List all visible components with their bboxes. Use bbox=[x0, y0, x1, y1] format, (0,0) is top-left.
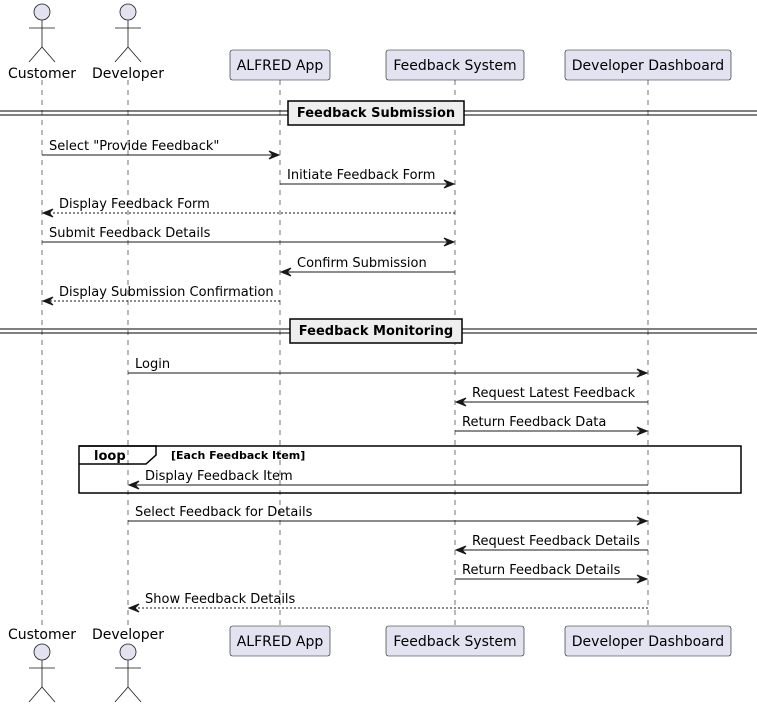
message-label: Return Feedback Details bbox=[462, 563, 621, 578]
participant-label: Developer bbox=[92, 66, 164, 82]
lifelines bbox=[41, 80, 649, 626]
participant-label: Customer bbox=[8, 627, 76, 643]
arrowhead-icon bbox=[454, 545, 467, 555]
participant-label: Customer bbox=[8, 66, 76, 82]
messages: Select "Provide Feedback" Initiate Feedba… bbox=[41, 139, 649, 613]
participant-label: Developer Dashboard bbox=[572, 58, 724, 74]
message-label: Display Submission Confirmation bbox=[59, 285, 274, 300]
arrowhead-icon bbox=[636, 426, 649, 436]
arrowhead-icon bbox=[454, 397, 467, 407]
participant-label: Developer Dashboard bbox=[572, 634, 724, 650]
participant-label: ALFRED App bbox=[237, 58, 324, 74]
message-1: Initiate Feedback Form bbox=[280, 168, 456, 189]
arrowhead-icon bbox=[279, 267, 292, 277]
arrowhead-icon bbox=[268, 150, 281, 160]
participant-box bbox=[385, 625, 525, 657]
actor-body bbox=[28, 660, 56, 703]
actor-developer-top: Developer bbox=[92, 3, 164, 82]
actor-icon bbox=[119, 3, 137, 21]
message-10: Select Feedback for Details bbox=[128, 505, 649, 526]
actor-customer-bottom: Customer bbox=[8, 627, 76, 703]
message-7: Request Latest Feedback bbox=[454, 386, 648, 407]
message-label: Display Feedback Item bbox=[145, 469, 293, 484]
message-9: Display Feedback Item bbox=[127, 469, 648, 490]
participant-box bbox=[229, 625, 331, 657]
message-11: Request Feedback Details bbox=[454, 534, 648, 555]
actor-body bbox=[114, 20, 142, 63]
arrowhead-icon bbox=[636, 516, 649, 526]
loop-keyword: loop bbox=[94, 449, 126, 464]
message-label: Login bbox=[135, 357, 170, 372]
arrowhead-icon bbox=[443, 179, 456, 189]
participant-label: ALFRED App bbox=[237, 634, 324, 650]
message-4: Confirm Submission bbox=[279, 256, 455, 277]
divider-box bbox=[287, 100, 465, 126]
divider-label: Feedback Submission bbox=[297, 106, 455, 121]
actor-body bbox=[114, 660, 142, 703]
loop-fragment: loop [Each Feedback Item] bbox=[78, 445, 742, 494]
message-3: Submit Feedback Details bbox=[42, 226, 456, 247]
participant-label: Developer bbox=[92, 627, 164, 643]
message-label: Request Latest Feedback bbox=[472, 386, 636, 401]
divider-0: Feedback Submission bbox=[0, 100, 757, 126]
participant-alfred-bottom: ALFRED App bbox=[229, 625, 331, 657]
participant-label: Feedback System bbox=[393, 634, 516, 650]
participant-box bbox=[564, 625, 732, 657]
actor-body bbox=[28, 20, 56, 63]
message-label: Return Feedback Data bbox=[462, 415, 606, 430]
participant-dashboard-bottom: Developer Dashboard bbox=[564, 625, 732, 657]
message-12: Return Feedback Details bbox=[455, 563, 649, 584]
actor-customer-top: Customer bbox=[8, 3, 76, 82]
loop-tab bbox=[79, 445, 157, 465]
arrowhead-icon bbox=[636, 574, 649, 584]
message-2: Display Feedback Form bbox=[41, 197, 455, 218]
participant-feedback-bottom: Feedback System bbox=[385, 625, 525, 657]
actor-icon bbox=[119, 643, 137, 661]
arrowhead-icon bbox=[41, 208, 54, 218]
divider-box bbox=[289, 318, 463, 344]
message-label: Show Feedback Details bbox=[145, 592, 296, 607]
actor-icon bbox=[33, 3, 51, 21]
arrowhead-icon bbox=[41, 296, 54, 306]
arrowhead-icon bbox=[127, 603, 140, 613]
participant-feedback-top: Feedback System bbox=[385, 49, 525, 81]
participant-box bbox=[564, 49, 732, 81]
message-label: Select "Provide Feedback" bbox=[49, 139, 219, 154]
message-label: Submit Feedback Details bbox=[49, 226, 211, 241]
actor-developer-bottom: Developer bbox=[92, 627, 164, 703]
participants-top: Customer Developer ALFRED App Feedback Syst… bbox=[8, 3, 732, 82]
message-label: Request Feedback Details bbox=[472, 534, 640, 549]
message-label: Display Feedback Form bbox=[59, 197, 210, 212]
loop-frame bbox=[78, 445, 742, 494]
divider-label: Feedback Monitoring bbox=[299, 324, 453, 339]
message-13: Show Feedback Details bbox=[127, 592, 648, 613]
message-6: Login bbox=[128, 357, 649, 378]
arrowhead-icon bbox=[127, 480, 140, 490]
message-8: Return Feedback Data bbox=[455, 415, 649, 436]
participant-alfred-top: ALFRED App bbox=[229, 49, 331, 81]
participants-bottom: Customer Developer ALFRED App Feedback Syst… bbox=[8, 625, 732, 703]
message-label: Select Feedback for Details bbox=[135, 505, 313, 520]
divider-1: Feedback Monitoring bbox=[0, 318, 757, 344]
participant-box bbox=[385, 49, 525, 81]
message-label: Confirm Submission bbox=[297, 256, 427, 271]
message-label: Initiate Feedback Form bbox=[287, 168, 435, 183]
loop-condition: [Each Feedback Item] bbox=[171, 449, 305, 462]
message-0: Select "Provide Feedback" bbox=[42, 139, 281, 160]
arrowhead-icon bbox=[636, 368, 649, 378]
participant-label: Feedback System bbox=[393, 58, 516, 74]
arrowhead-icon bbox=[443, 237, 456, 247]
participant-box bbox=[229, 49, 331, 81]
message-5: Display Submission Confirmation bbox=[41, 285, 280, 306]
actor-icon bbox=[33, 643, 51, 661]
participant-dashboard-top: Developer Dashboard bbox=[564, 49, 732, 81]
